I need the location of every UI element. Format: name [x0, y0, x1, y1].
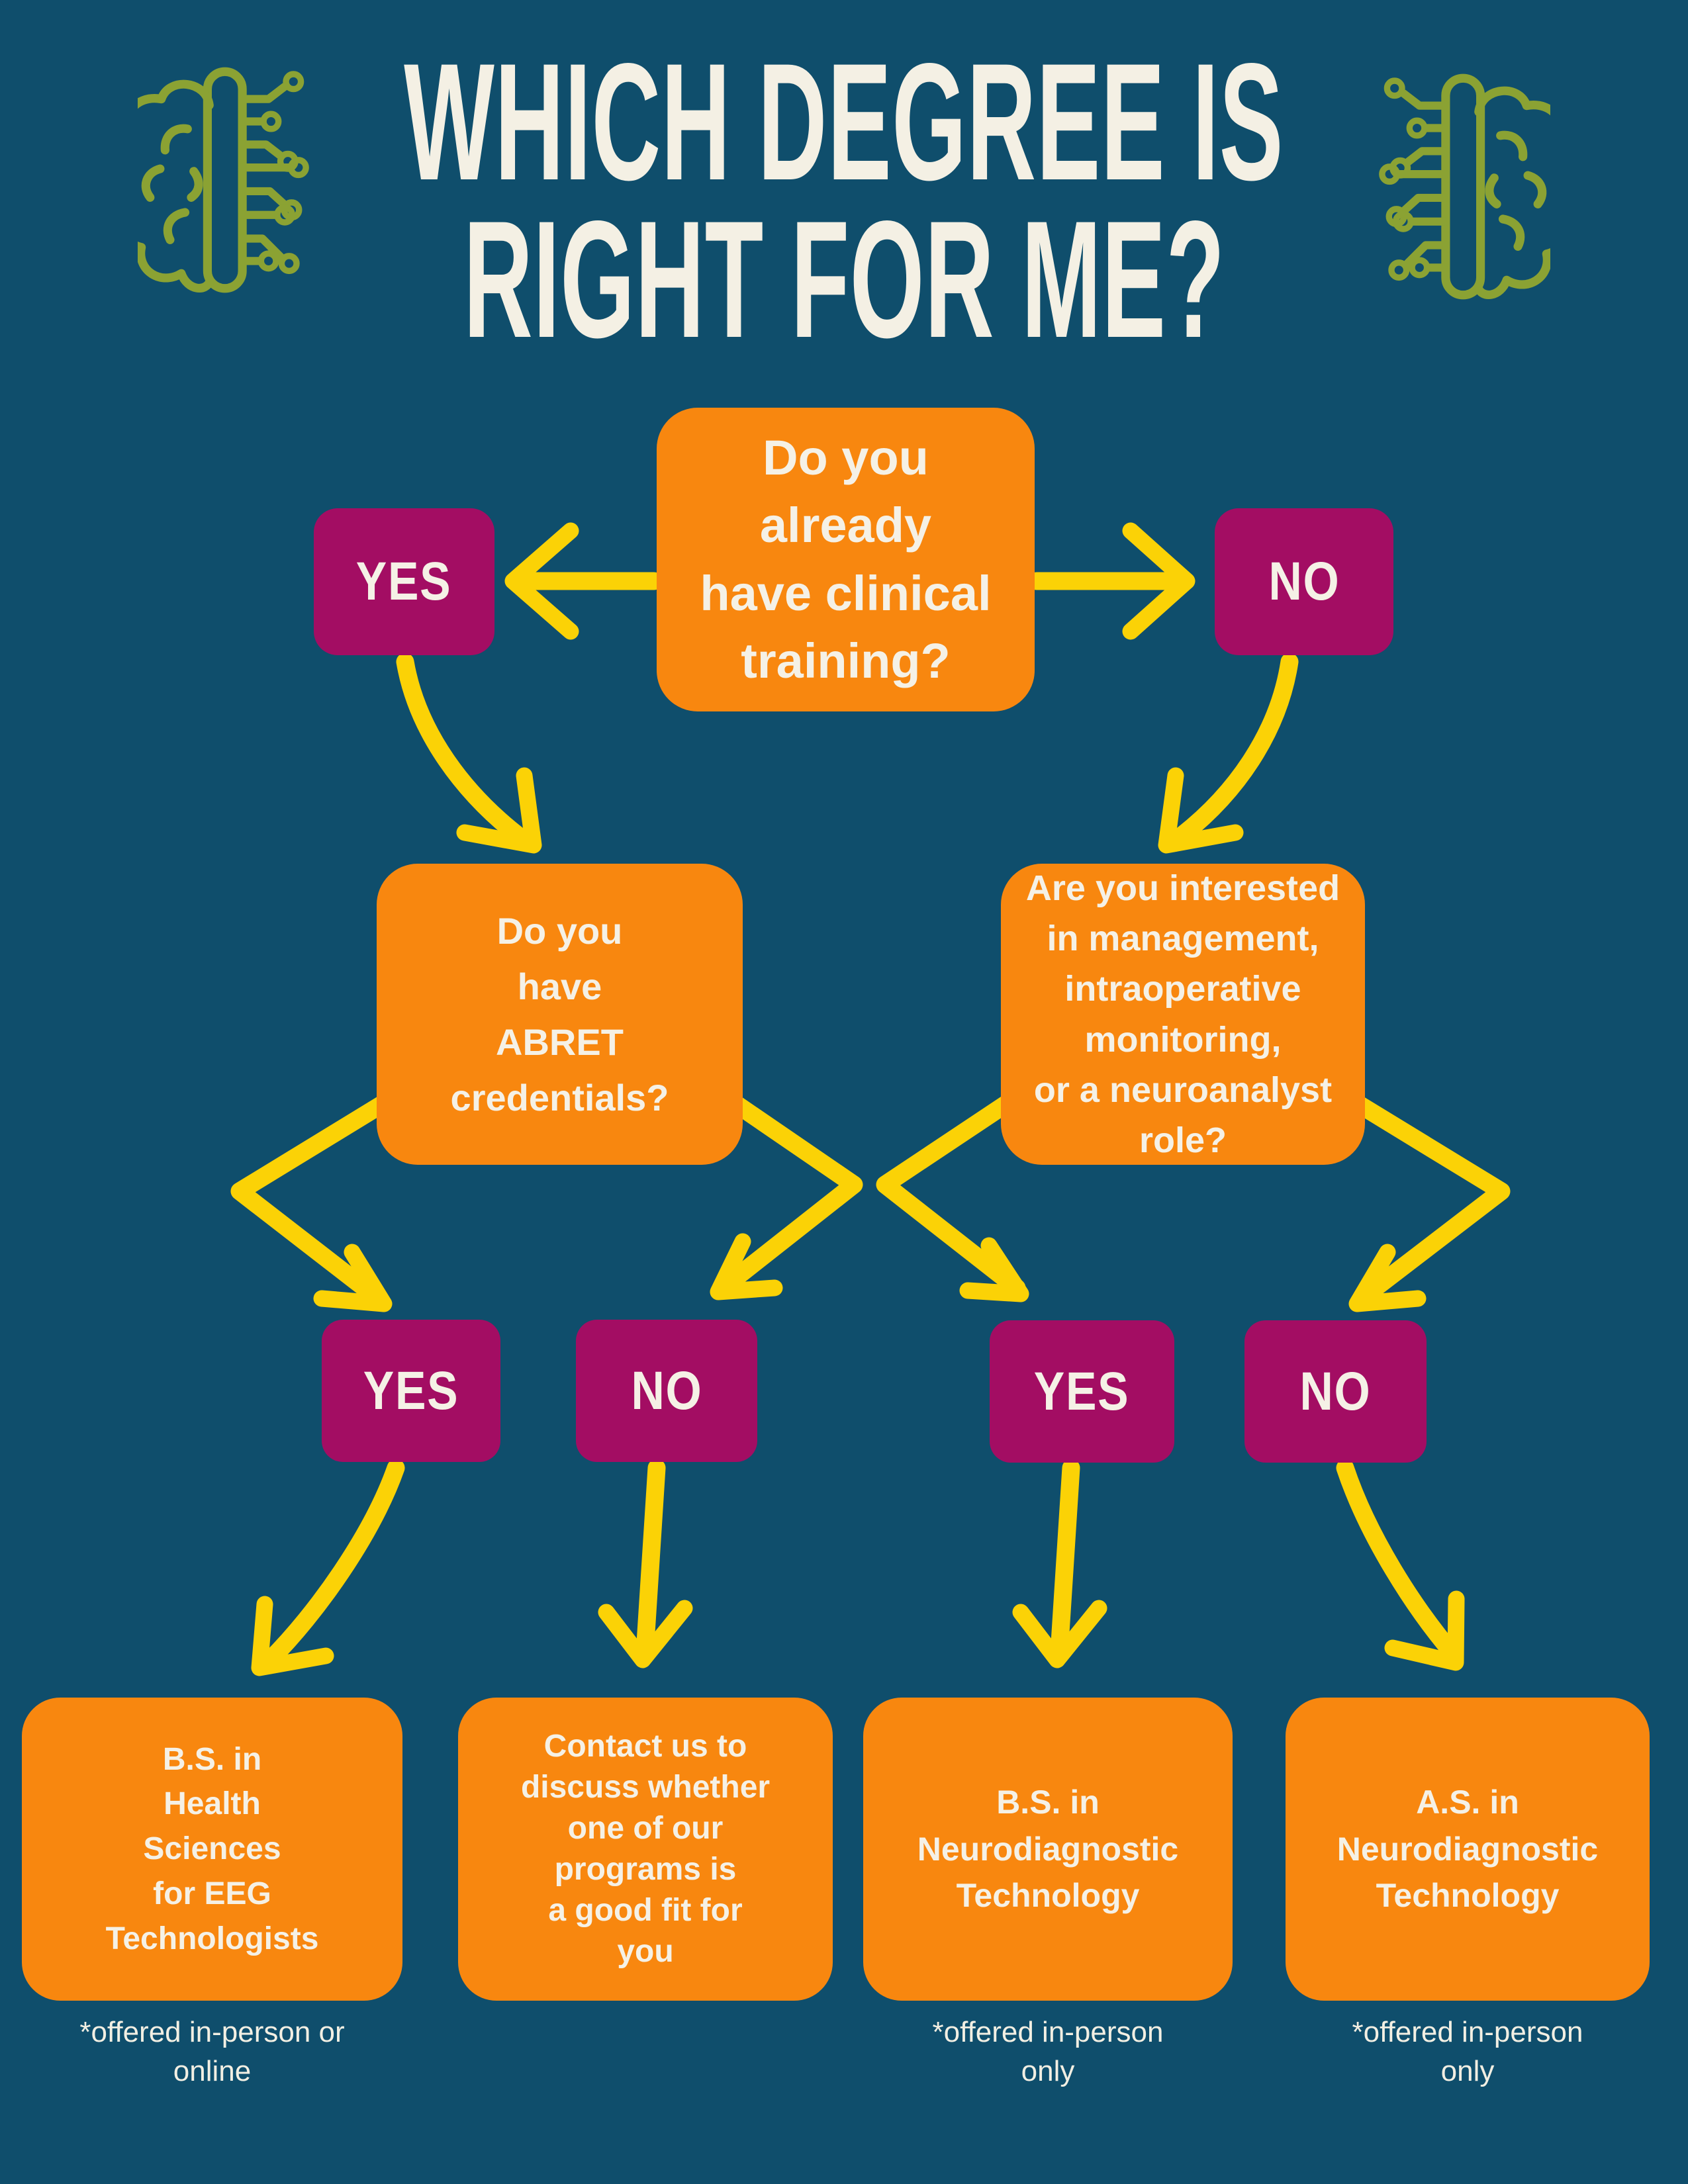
arrow-no-to-outcome4 [1336, 1459, 1465, 1671]
arrow-q2-to-no [710, 1095, 863, 1300]
arrow-q2-to-yes [230, 1095, 393, 1312]
arrow-q3-to-no [1348, 1095, 1511, 1312]
arrow-no-to-q3 [1158, 653, 1299, 854]
page-title-line-1: WHICH DEGREE IS [404, 29, 1284, 215]
question-management-interest: Are you interested in management, intrao… [1001, 864, 1365, 1165]
answer-yes-abret: YES [322, 1320, 500, 1462]
brain-circuit-icon-left [109, 50, 350, 310]
outcome-as-neurodiagnostic: A.S. in Neurodiagnostic Technology [1286, 1698, 1650, 2001]
brain-circuit-icon-right [1338, 57, 1579, 316]
footnote-bs-neurodiagnostic: *offered in-person only [932, 2016, 1164, 2087]
outcome-bs-neurodiagnostic: B.S. in Neurodiagnostic Technology [863, 1698, 1233, 2001]
arrow-no-to-outcome2 [598, 1459, 693, 1668]
outcome-contact-us: Contact us to discuss whether one of our… [458, 1698, 833, 2001]
answer-yes-management: YES [990, 1320, 1174, 1463]
arrow-q3-to-yes [876, 1095, 1029, 1302]
footnote-bs-health-sciences: *offered in-person or online [79, 2016, 345, 2087]
page-title-line-2: RIGHT FOR ME? [463, 187, 1225, 373]
answer-no-clinical-training: NO [1215, 508, 1393, 655]
question-clinical-training: Do you already have clinical training? [657, 408, 1035, 711]
arrow-yes-to-q2 [396, 653, 542, 854]
arrow-yes-to-outcome3 [1012, 1459, 1107, 1668]
arrow-q1-to-yes [504, 522, 663, 640]
arrow-q1-to-no [1027, 522, 1196, 640]
outcome-bs-health-sciences: B.S. in Health Sciences for EEG Technolo… [22, 1698, 402, 2001]
footnote-as-neurodiagnostic: *offered in-person only [1352, 2016, 1583, 2087]
answer-no-abret: NO [576, 1320, 757, 1462]
question-abret-credentials: Do you have ABRET credentials? [377, 864, 743, 1165]
answer-yes-clinical-training: YES [314, 508, 494, 655]
arrow-yes-to-outcome1 [251, 1459, 405, 1676]
answer-no-management: NO [1244, 1320, 1427, 1463]
